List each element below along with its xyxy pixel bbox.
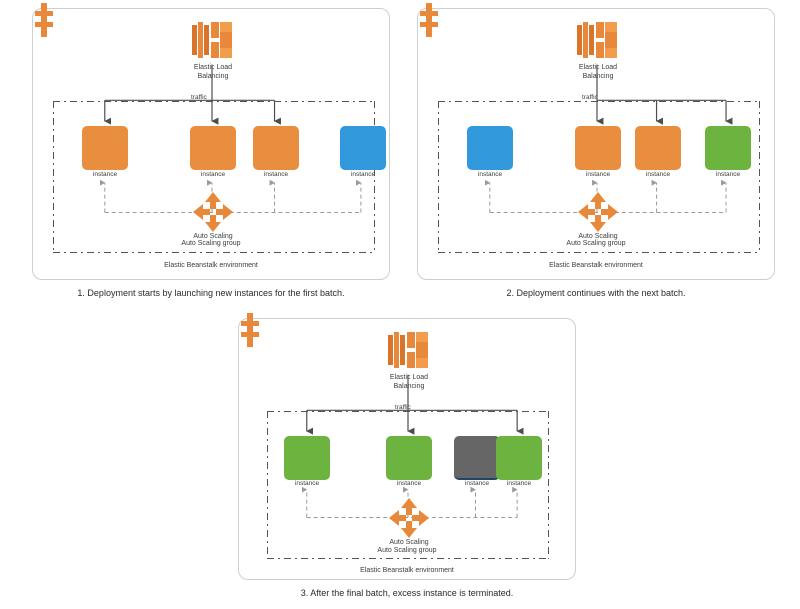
instance-box[interactable] <box>496 436 542 480</box>
instance-label: instance <box>350 171 376 178</box>
instance-box[interactable] <box>635 126 681 170</box>
instance-box[interactable] <box>284 436 330 480</box>
instance-label: instance <box>263 171 289 178</box>
instance-label: instance <box>645 171 671 178</box>
auto-scaling-node: Auto Scaling <box>573 191 623 240</box>
instance-box[interactable] <box>467 126 513 170</box>
auto-scaling-icon <box>389 498 429 538</box>
elb-label: Elastic Load Balancing <box>193 64 233 80</box>
auto-scaling-label: Auto Scaling <box>193 233 233 240</box>
traffic-label: traffic <box>581 94 599 101</box>
instance-label: instance <box>477 171 503 178</box>
auto-scaling-label: Auto Scaling <box>389 539 429 546</box>
instance-label: instance <box>585 171 611 178</box>
instance-label: instance <box>200 171 226 178</box>
auto-scaling-label: Auto Scaling <box>578 233 618 240</box>
instance-box[interactable] <box>454 436 500 480</box>
instance-label: instance <box>506 480 532 487</box>
auto-scaling-icon <box>193 192 233 232</box>
panel-1-caption: 1. Deployment starts by launching new in… <box>77 288 345 298</box>
instance-box[interactable] <box>386 436 432 480</box>
traffic-label: traffic <box>394 404 412 411</box>
instance-box[interactable] <box>190 126 236 170</box>
environment-label: Elastic Beanstalk environment <box>549 262 643 269</box>
elb-label: Elastic Load Balancing <box>389 374 429 390</box>
panel-3-caption: 3. After the final batch, excess instanc… <box>300 588 514 598</box>
elastic-beanstalk-icon <box>241 313 259 347</box>
panel-deployment-step-2: Elastic Load Balancing traffic Auto Scal… <box>417 3 775 280</box>
instance-label: instance <box>715 171 741 178</box>
instance-box[interactable] <box>253 126 299 170</box>
auto-scaling-group-label: Auto Scaling group <box>181 240 241 247</box>
instance-box[interactable] <box>82 126 128 170</box>
instance-box[interactable] <box>705 126 751 170</box>
elb-label: Elastic Load Balancing <box>578 64 618 80</box>
traffic-label: traffic <box>190 94 208 101</box>
auto-scaling-node: Auto Scaling <box>188 191 238 240</box>
elastic-load-balancing-icon <box>192 22 232 58</box>
environment-label: Elastic Beanstalk environment <box>164 262 258 269</box>
instance-label: instance <box>396 480 422 487</box>
elb-node: Elastic Load Balancing <box>158 19 268 81</box>
elb-node: Elastic Load Balancing <box>354 329 464 391</box>
elastic-beanstalk-icon <box>420 3 438 37</box>
elastic-load-balancing-icon <box>577 22 617 58</box>
auto-scaling-group-label: Auto Scaling group <box>377 547 437 554</box>
panel-deployment-step-1: Elastic Load Balancing traffic Auto Scal… <box>32 3 390 280</box>
auto-scaling-icon <box>578 192 618 232</box>
elb-node: Elastic Load Balancing <box>543 19 653 81</box>
elastic-beanstalk-icon <box>35 3 53 37</box>
instance-label: instance <box>294 480 320 487</box>
panel-2-caption: 2. Deployment continues with the next ba… <box>506 288 686 298</box>
auto-scaling-node: Auto Scaling <box>384 497 434 546</box>
auto-scaling-group-label: Auto Scaling group <box>566 240 626 247</box>
instance-label: instance <box>464 480 490 487</box>
instance-box[interactable] <box>340 126 386 170</box>
environment-label: Elastic Beanstalk environment <box>360 567 454 574</box>
elastic-load-balancing-icon <box>388 332 428 368</box>
panel-deployment-step-3: Elastic Load Balancing traffic Auto Scal… <box>238 313 576 580</box>
instance-label: instance <box>92 171 118 178</box>
instance-box[interactable] <box>575 126 621 170</box>
